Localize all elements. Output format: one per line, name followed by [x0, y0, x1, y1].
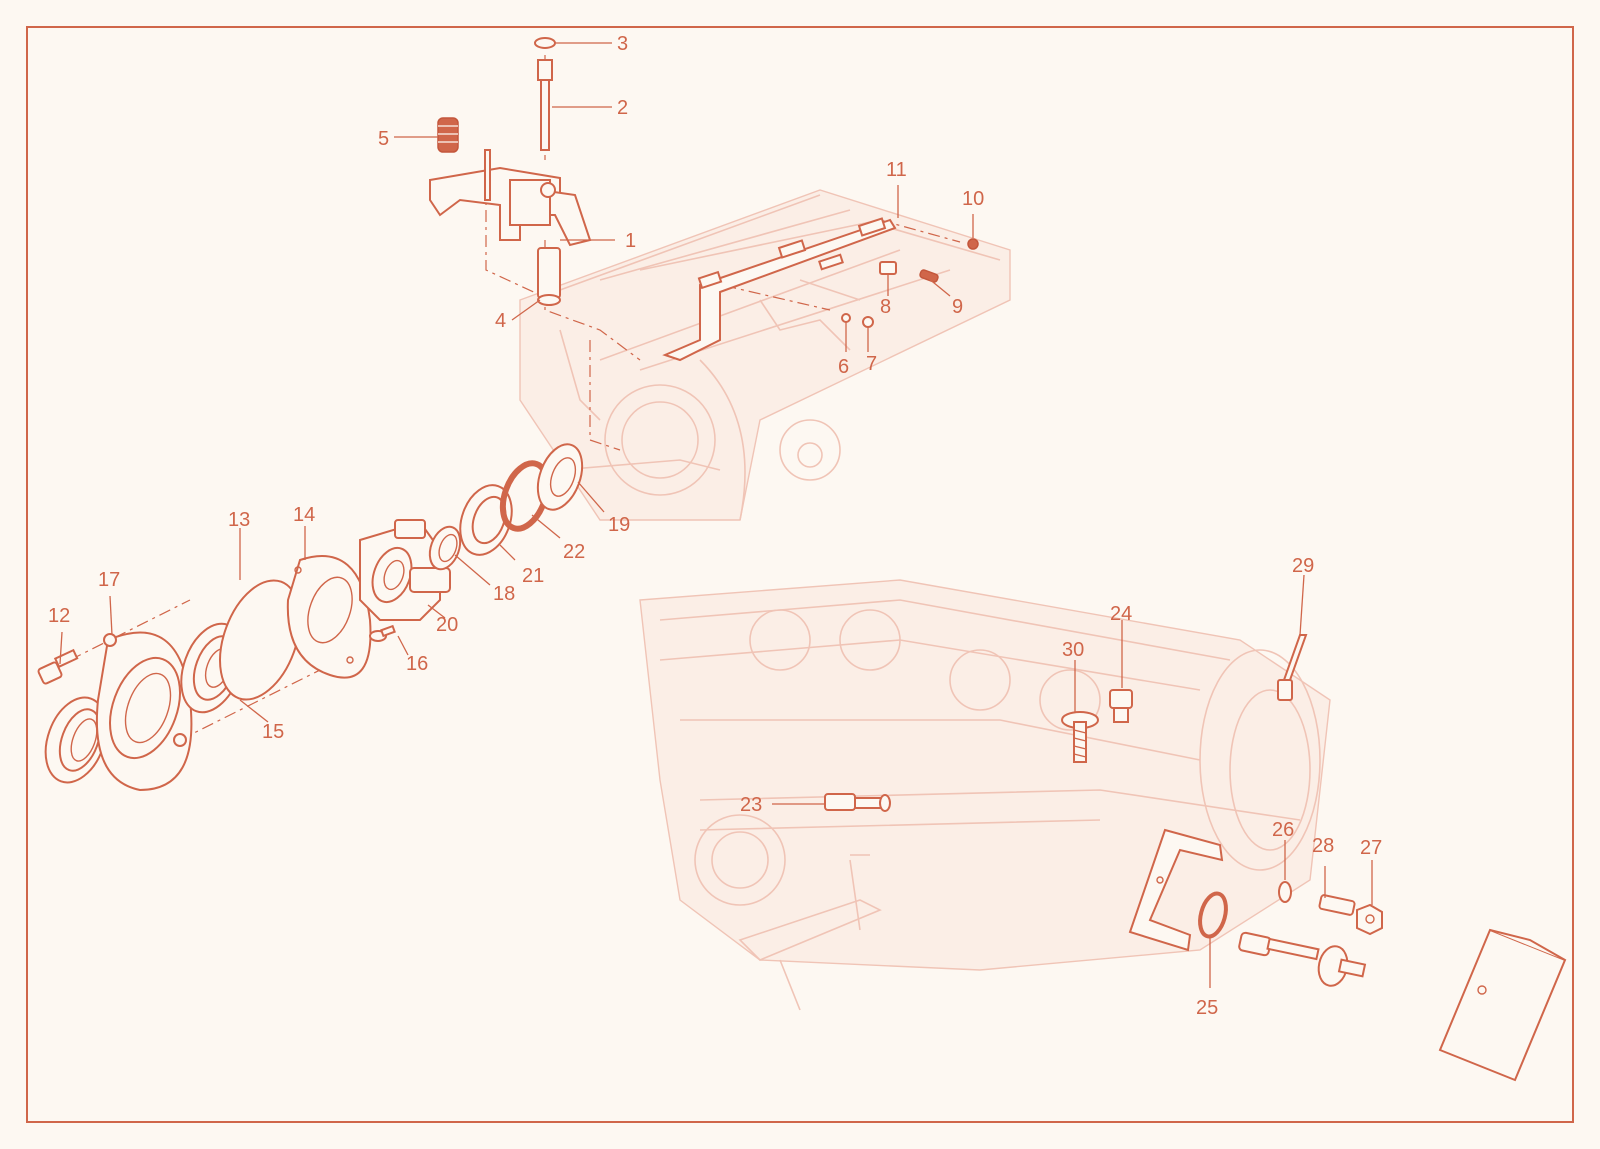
callout-3: 3: [617, 33, 628, 55]
callout-25: 25: [1196, 997, 1218, 1019]
part-5-spring: [437, 117, 459, 153]
part-16-screw: [369, 624, 396, 642]
callout-26: 26: [1272, 819, 1294, 841]
part-27-nut: [1356, 903, 1383, 936]
callout-24: 24: [1110, 603, 1132, 625]
part-24-bolt: [1109, 689, 1133, 723]
part-25-o-ring: [1198, 891, 1228, 939]
part-3-ring: [534, 37, 556, 49]
callout-4: 4: [495, 310, 506, 332]
callout-6: 6: [838, 356, 849, 378]
callout-22: 22: [563, 541, 585, 563]
callout-10: 10: [962, 188, 984, 210]
part-6-ball: [841, 313, 851, 323]
part-23-fitting: [824, 793, 891, 812]
part-28-pin: [1318, 894, 1356, 916]
callout-18: 18: [493, 583, 515, 605]
callout-21: 21: [522, 565, 544, 587]
part-yoke-bracket: [1128, 828, 1224, 952]
part-19-shim: [536, 443, 584, 511]
part-11-rail: [662, 217, 897, 362]
callout-16: 16: [406, 653, 428, 675]
callout-28: 28: [1312, 835, 1334, 857]
part-10-plug: [967, 238, 979, 250]
callout-23: 23: [740, 794, 762, 816]
part-26-washer: [1278, 881, 1292, 903]
part-29-dipstick: [1277, 634, 1308, 701]
callout-7: 7: [866, 353, 877, 375]
part-20-pump-body: [359, 519, 451, 621]
callout-29: 29: [1292, 555, 1314, 577]
callout-leaders: [59, 42, 1373, 988]
callout-15: 15: [262, 721, 284, 743]
callout-27: 27: [1360, 837, 1382, 859]
callout-11: 11: [886, 159, 907, 181]
part-1-shift-fork: [429, 149, 592, 247]
part-4-sleeve: [537, 247, 561, 306]
callout-30: 30: [1062, 639, 1084, 661]
diagram-frame: [26, 26, 1574, 1123]
callout-5: 5: [378, 128, 389, 150]
part-14-gasket: [286, 555, 372, 679]
callout-9: 9: [952, 296, 963, 318]
part-12-bolt: [37, 648, 79, 685]
callout-1: 1: [625, 230, 636, 252]
part-21-bearing-ring: [459, 484, 513, 556]
part-17-flange-housing: [96, 631, 193, 792]
part-cover-box: [1438, 928, 1567, 1082]
part-shaft-assembly: [1238, 931, 1367, 987]
callout-labels: 1 2 3 4 5 6 7 8 9 10 11 12 13 14 15 16 1…: [48, 33, 1382, 1019]
part-7-screw: [862, 316, 874, 328]
part-9-spring-small: [919, 269, 939, 283]
part-2-pin: [537, 59, 553, 151]
part-30-threaded-bolt: [1061, 711, 1099, 763]
callout-20: 20: [436, 614, 458, 636]
callout-12: 12: [48, 605, 70, 627]
callout-2: 2: [617, 97, 628, 119]
callout-19: 19: [608, 514, 630, 536]
callout-8: 8: [880, 296, 891, 318]
part-18-bushing: [428, 525, 462, 571]
callout-17: 17: [98, 569, 120, 591]
part-13-o-ring: [219, 579, 301, 701]
callout-14: 14: [293, 504, 315, 526]
part-oil-seal: [44, 696, 108, 784]
callout-13: 13: [228, 509, 250, 531]
part-8-plate: [879, 261, 897, 275]
